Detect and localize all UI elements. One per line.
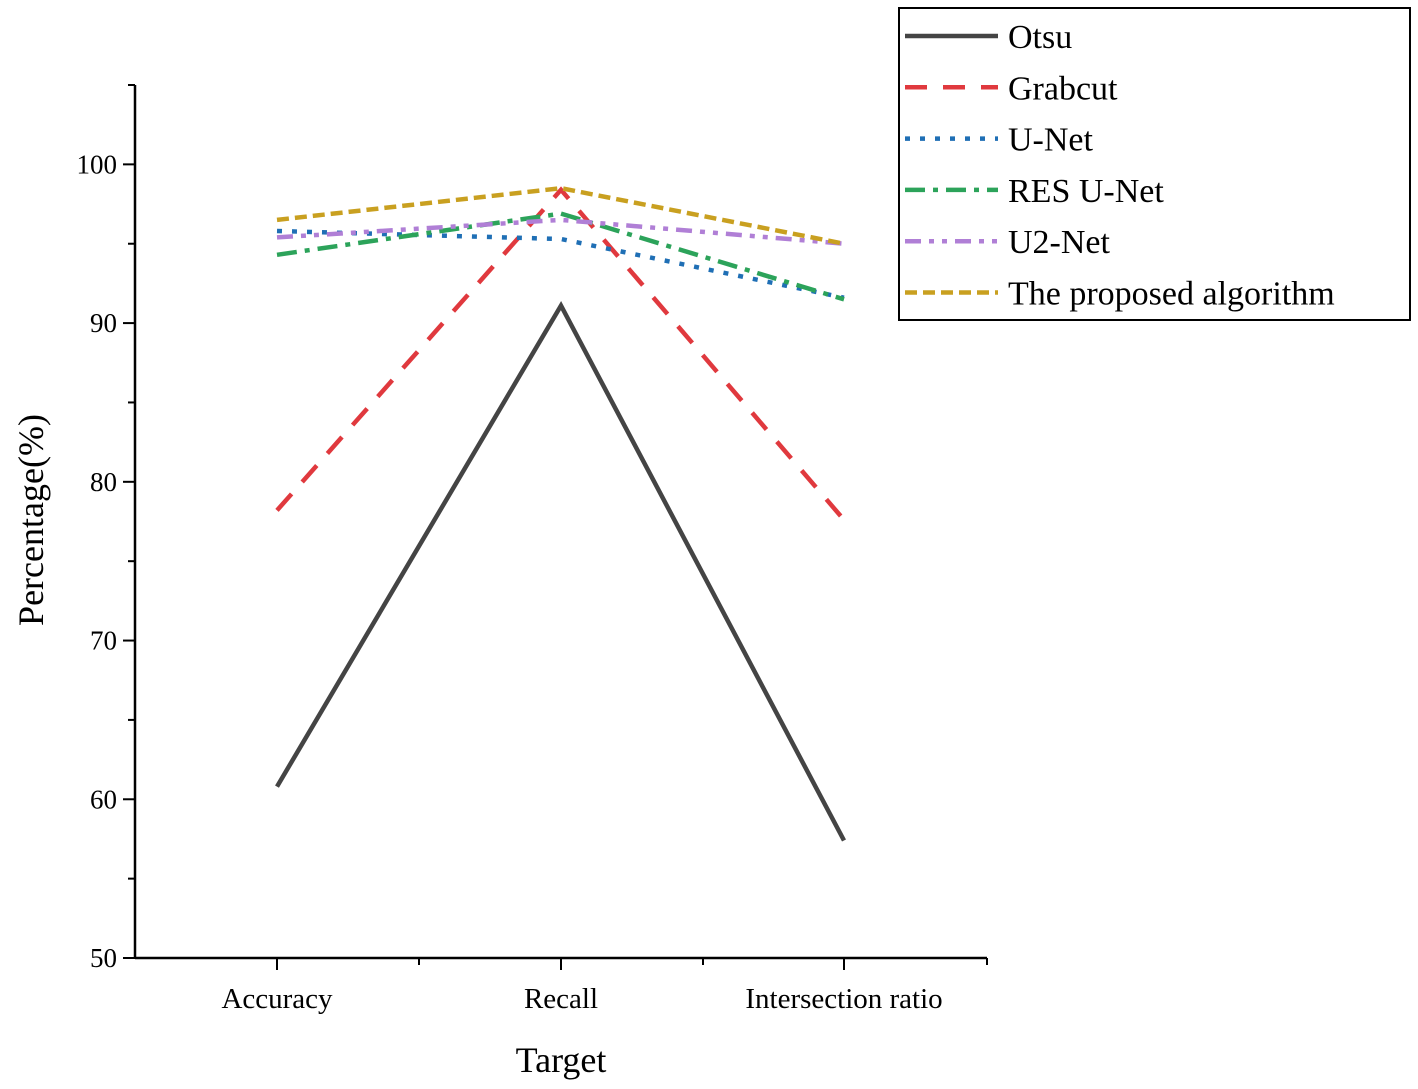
y-tick-label: 80 [90, 467, 117, 497]
legend-box [898, 7, 1411, 321]
y-tick-label: 90 [90, 308, 117, 338]
y-tick-label: 60 [90, 784, 117, 814]
x-tick-label: Intersection ratio [745, 983, 942, 1015]
series-lines [275, 185, 846, 842]
legend-label: The proposed algorithm [1008, 276, 1335, 313]
x-axis-title: Target [516, 1040, 607, 1080]
legend-label: Otsu [1008, 19, 1072, 56]
legend-label: Grabcut [1008, 70, 1118, 107]
series-line-res-u-net [276, 211, 845, 302]
series-line-u2-net [276, 217, 845, 246]
series-line-u-net [276, 228, 845, 300]
x-tick-label: Recall [524, 983, 598, 1015]
y-tick-label: 100 [77, 149, 118, 179]
y-tick-label: 50 [90, 943, 117, 973]
y-axis-title: Percentage(%) [11, 414, 51, 626]
series-line-grabcut [275, 186, 846, 522]
legend-label: U2-Net [1008, 224, 1111, 261]
legend-label: U-Net [1008, 122, 1094, 159]
y-axis-ticks: 50 60 70 80 90 100 [77, 84, 135, 973]
series-line-otsu [275, 300, 846, 842]
x-axis-ticks: Accuracy Recall Intersection ratio [221, 958, 988, 1015]
series-line-the-proposed-algorithm [276, 185, 845, 246]
x-tick-label: Accuracy [221, 983, 333, 1015]
legend-label: RES U-Net [1008, 173, 1164, 210]
y-tick-label: 70 [90, 626, 117, 656]
